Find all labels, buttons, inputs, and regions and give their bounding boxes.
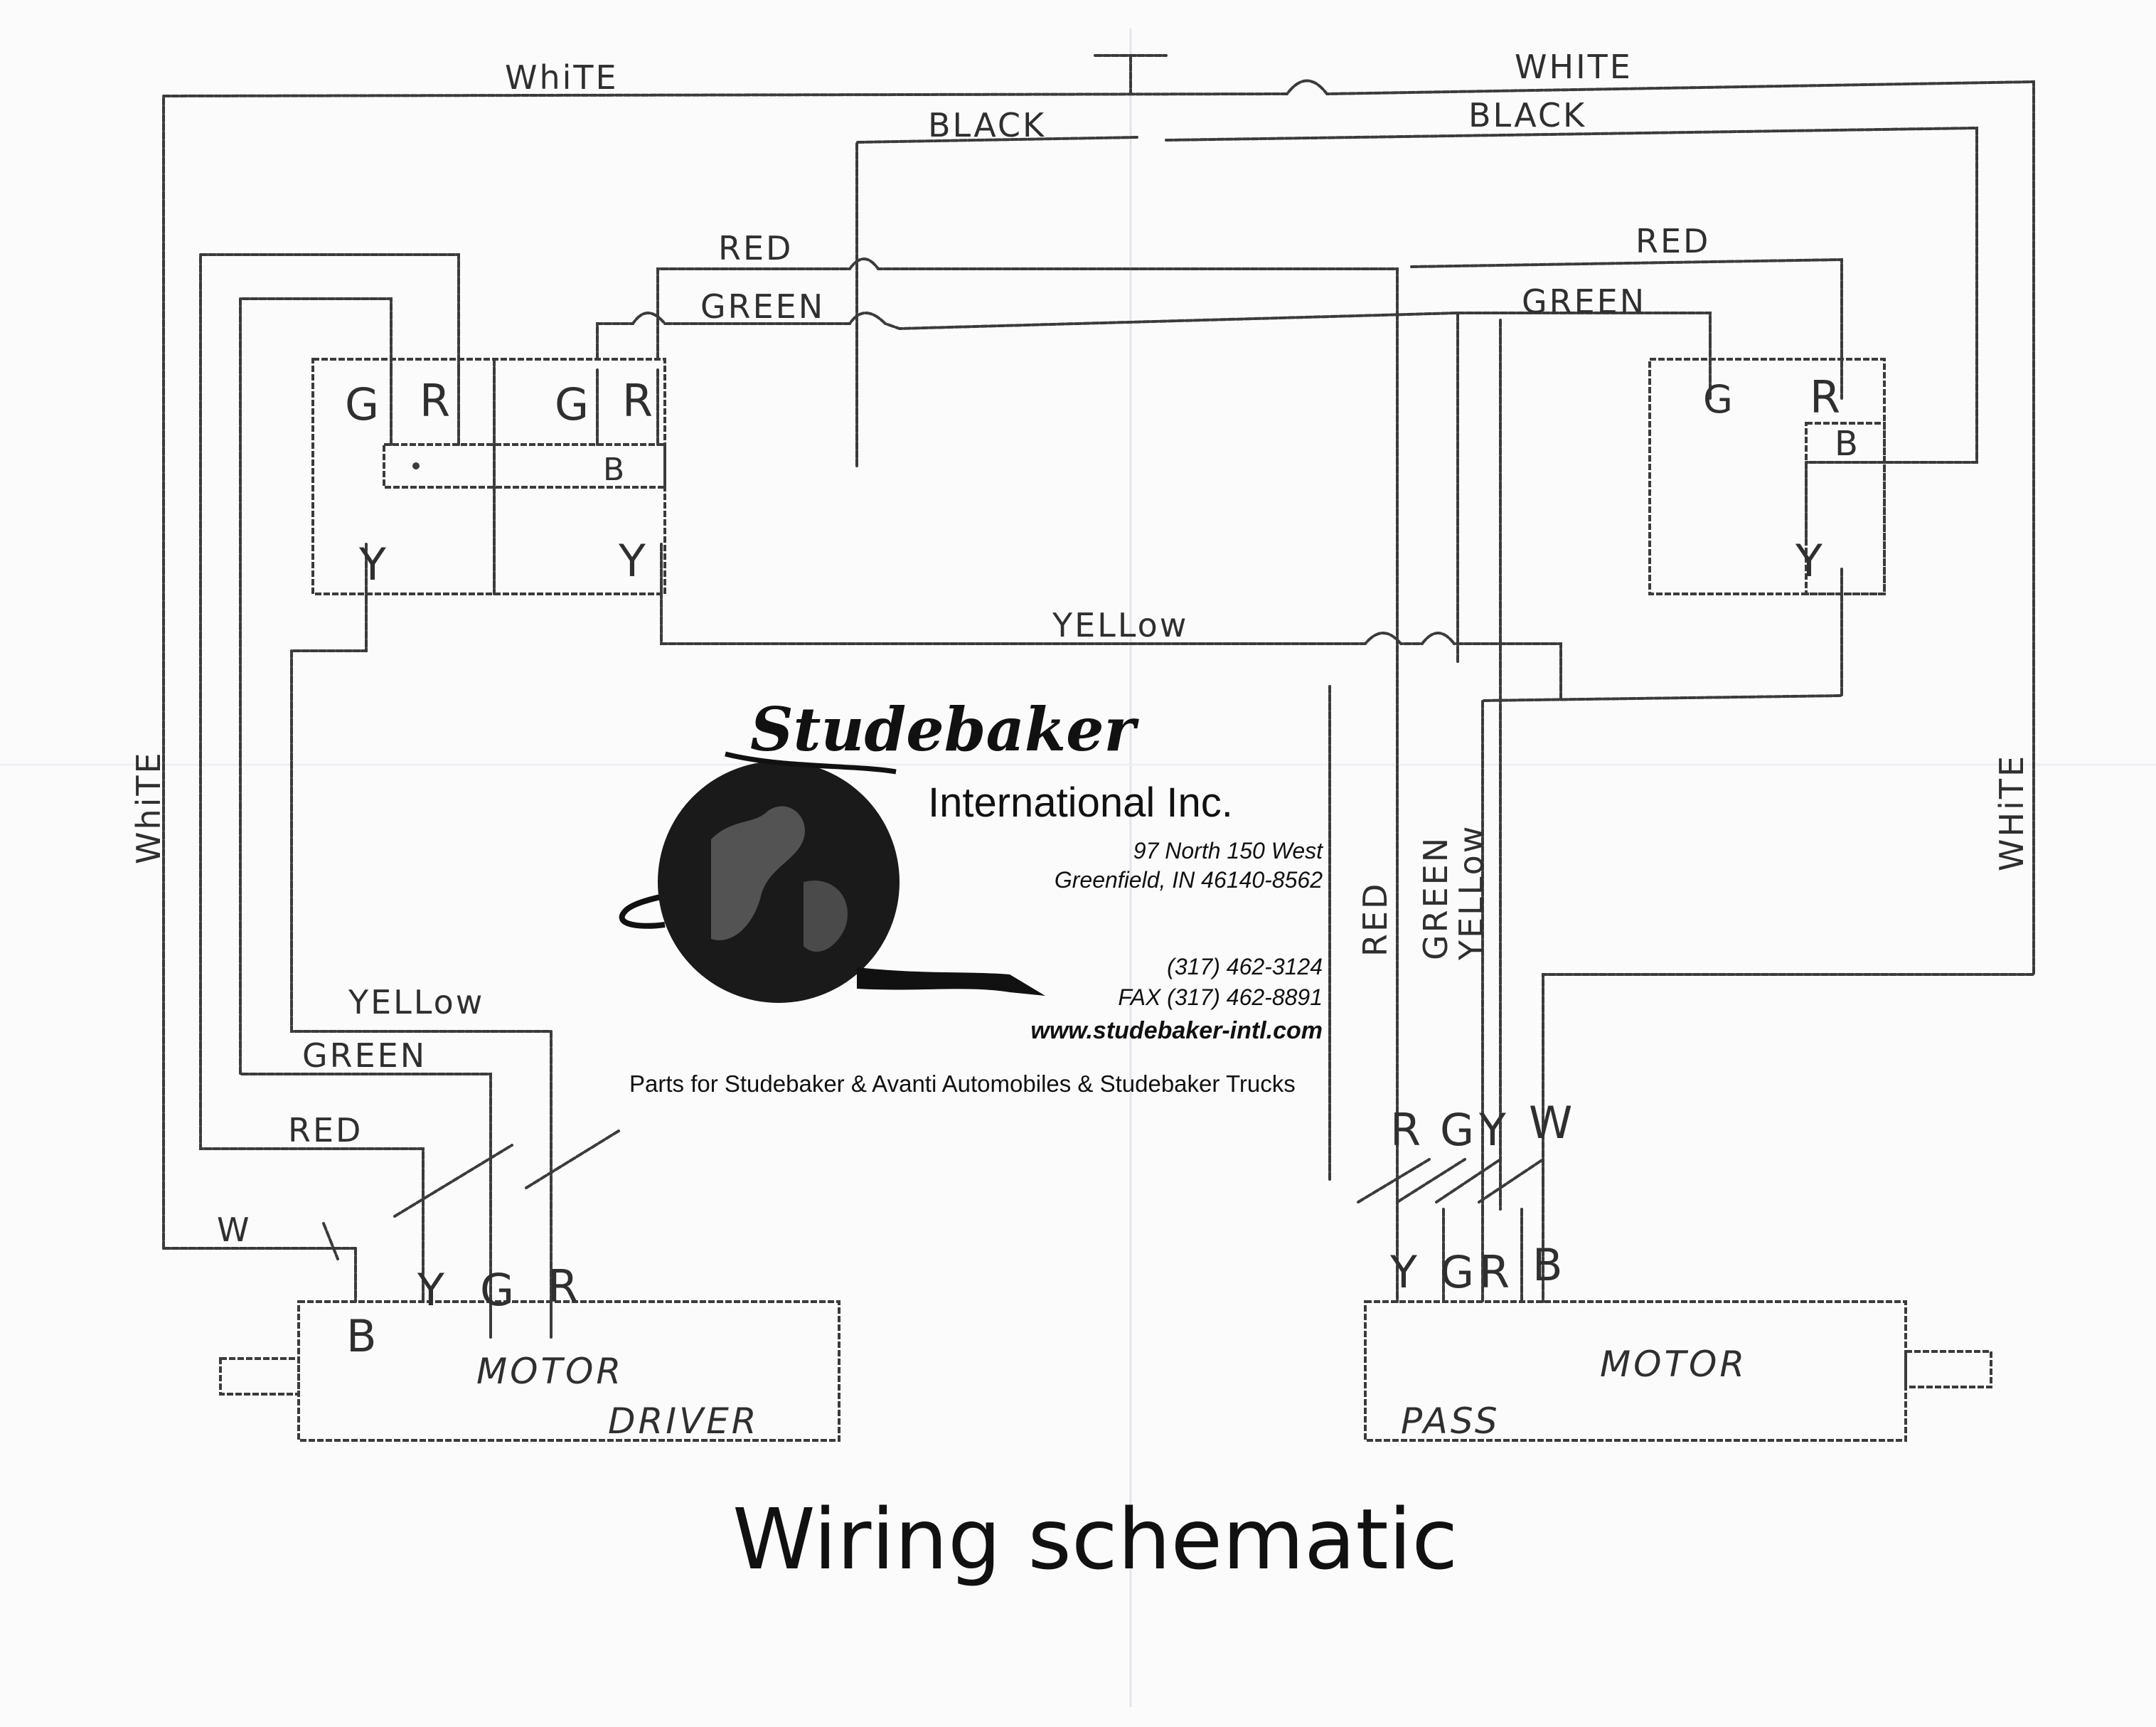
motor-driver-label: MOTOR	[476, 1351, 624, 1392]
label-white-left-vertical: WhiTE	[129, 750, 168, 864]
company-name: International Inc.	[928, 780, 1233, 826]
label-white-right-vertical: WHiTE	[1992, 754, 2031, 871]
label-green-lower-left: GREEN	[302, 1036, 427, 1075]
terminal-left-b: B	[603, 452, 624, 488]
terminal-left-r2: R	[622, 375, 653, 427]
motor-pass-terminal-top-g: G	[1440, 1104, 1474, 1156]
company-address2: Greenfield, IN 46140-8562	[1055, 867, 1323, 893]
label-w-lower-left: W	[217, 1211, 251, 1249]
terminal-left-r1: R	[420, 375, 450, 427]
switch-left-bar	[383, 443, 666, 489]
wire-yellow-mid	[660, 582, 1562, 702]
wire-yellow-left-loop	[290, 596, 553, 1339]
label-white-top-right: WHITE	[1515, 48, 1633, 86]
motor-driver-terminal-r: R	[548, 1260, 578, 1312]
terminal-right-y: Y	[1795, 535, 1823, 587]
motor-driver-terminal-b: B	[346, 1310, 377, 1362]
motor-pass-side: PASS	[1401, 1401, 1500, 1442]
motor-pass-shaft	[1904, 1350, 1992, 1388]
motor-driver-shaft	[219, 1357, 300, 1396]
motor-pass-terminal-g: G	[1440, 1246, 1474, 1298]
studebaker-logo: Studebaker	[619, 694, 1140, 1003]
globe-icon	[658, 761, 900, 1003]
label-green-right: GREEN	[1522, 282, 1646, 321]
wire-green-upper	[596, 311, 1712, 663]
terminal-right-r: R	[1810, 371, 1840, 423]
label-black-left: BLACK	[928, 106, 1046, 144]
motor-pass-terminal-b: B	[1532, 1239, 1563, 1291]
label-yellow-lower-left: YELLow	[348, 983, 484, 1021]
terminal-left-g1: G	[345, 378, 379, 430]
terminal-right-g: G	[1703, 377, 1733, 422]
label-green-left: GREEN	[700, 287, 825, 326]
label-white-top-left: WhiTE	[505, 58, 619, 97]
company-address1: 97 North 150 West	[1133, 838, 1323, 864]
label-black-right: BLACK	[1468, 96, 1586, 134]
label-red-lower-left: RED	[288, 1111, 363, 1149]
motor-pass-terminal-top-r: R	[1390, 1104, 1421, 1156]
page-title: Wiring schematic	[732, 1490, 1458, 1588]
label-yellow-vertical-right: YELLow	[1452, 824, 1490, 961]
wire-green-left-loop	[239, 297, 492, 1339]
motor-driver-terminal-y: Y	[417, 1264, 444, 1316]
company-web: www.studebaker-intl.com	[1030, 1017, 1323, 1044]
motor-pass-terminal-top-w: W	[1529, 1097, 1572, 1149]
wire-black	[855, 126, 1978, 467]
wire-red-left-loop	[199, 253, 460, 1175]
label-red-right: RED	[1635, 222, 1710, 260]
label-yellow-mid: YELLow	[1052, 606, 1188, 644]
terminal-left-y2: Y	[618, 535, 646, 587]
motor-pass-label: MOTOR	[1600, 1344, 1747, 1385]
motor-driver-terminal-g: G	[480, 1264, 514, 1316]
motor-driver-side: DRIVER	[608, 1401, 759, 1442]
wire-red-upper	[656, 257, 1843, 361]
label-red-left: RED	[718, 229, 793, 267]
motor-pass-terminal-r: R	[1479, 1246, 1510, 1298]
wire-white-top	[162, 79, 2035, 1250]
terminal-left-g2: G	[555, 378, 589, 430]
motor-pass-terminal-top-y: Y	[1478, 1104, 1506, 1156]
label-red-vertical-right: RED	[1356, 882, 1394, 957]
switch-right-box	[1648, 358, 1886, 595]
label-green-vertical-right: GREEN	[1416, 836, 1455, 960]
company-phone: (317) 462-3124	[1167, 954, 1323, 979]
motor-pass-terminal-y: Y	[1389, 1246, 1417, 1298]
terminal-right-b: B	[1835, 424, 1858, 464]
wire-yellow-right-route	[1481, 568, 1843, 1211]
terminal-left-y1: Y	[358, 538, 386, 590]
logo-script: Studebaker	[750, 694, 1140, 765]
company-tagline: Parts for Studebaker & Avanti Automobile…	[629, 1070, 1296, 1097]
ground-symbol	[1094, 54, 1168, 95]
company-fax: FAX (317) 462-8891	[1118, 984, 1323, 1010]
